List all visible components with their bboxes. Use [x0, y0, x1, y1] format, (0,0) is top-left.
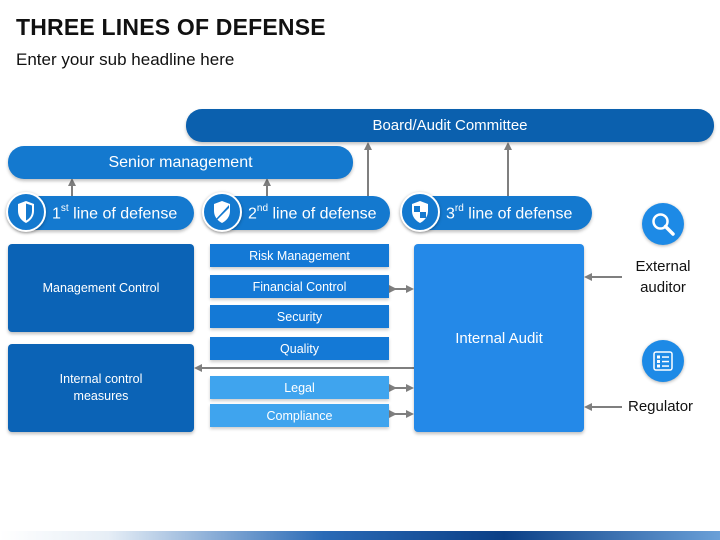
financial-control-box: Financial Control [210, 275, 389, 298]
line-label: 2nd line of defense [248, 203, 377, 223]
risk-management-box: Risk Management [210, 244, 389, 267]
checklist-icon [642, 340, 684, 382]
internal-control-label-line1: Internal control [59, 372, 143, 386]
footer-gradient-bar [0, 531, 720, 540]
regulator-label: Regulator [628, 398, 694, 415]
security-box: Security [210, 305, 389, 328]
board-audit-committee: Board/Audit Committee [186, 109, 714, 142]
shield-check-icon [400, 192, 440, 232]
external-auditor-line1: External [635, 258, 691, 275]
magnifier-icon [642, 203, 684, 245]
external-auditor-label: External auditor [626, 256, 700, 298]
shield-icon [202, 192, 242, 232]
legal-box: Legal [210, 376, 389, 399]
second-line-of-defense: 2nd line of defense [202, 192, 390, 232]
senior-management: Senior management [8, 146, 353, 179]
line-label: 1st line of defense [52, 203, 178, 223]
internal-control-label-line2: measures [73, 389, 129, 403]
quality-box: Quality [210, 337, 389, 360]
third-line-of-defense: 3rd line of defense [400, 192, 592, 232]
first-line-of-defense: 1st line of defense [6, 192, 194, 232]
management-control-box: Management Control [8, 244, 194, 332]
line-label: 3rd line of defense [446, 203, 573, 223]
page-subtitle: Enter your sub headline here [16, 50, 235, 69]
internal-audit-box: Internal Audit [414, 244, 584, 432]
compliance-box: Compliance [210, 404, 389, 427]
page-title: THREE LINES OF DEFENSE [16, 14, 326, 40]
shield-icon [6, 192, 46, 232]
external-auditor-line2: auditor [640, 279, 686, 296]
internal-control-measures-box: Internal control measures [8, 344, 194, 432]
